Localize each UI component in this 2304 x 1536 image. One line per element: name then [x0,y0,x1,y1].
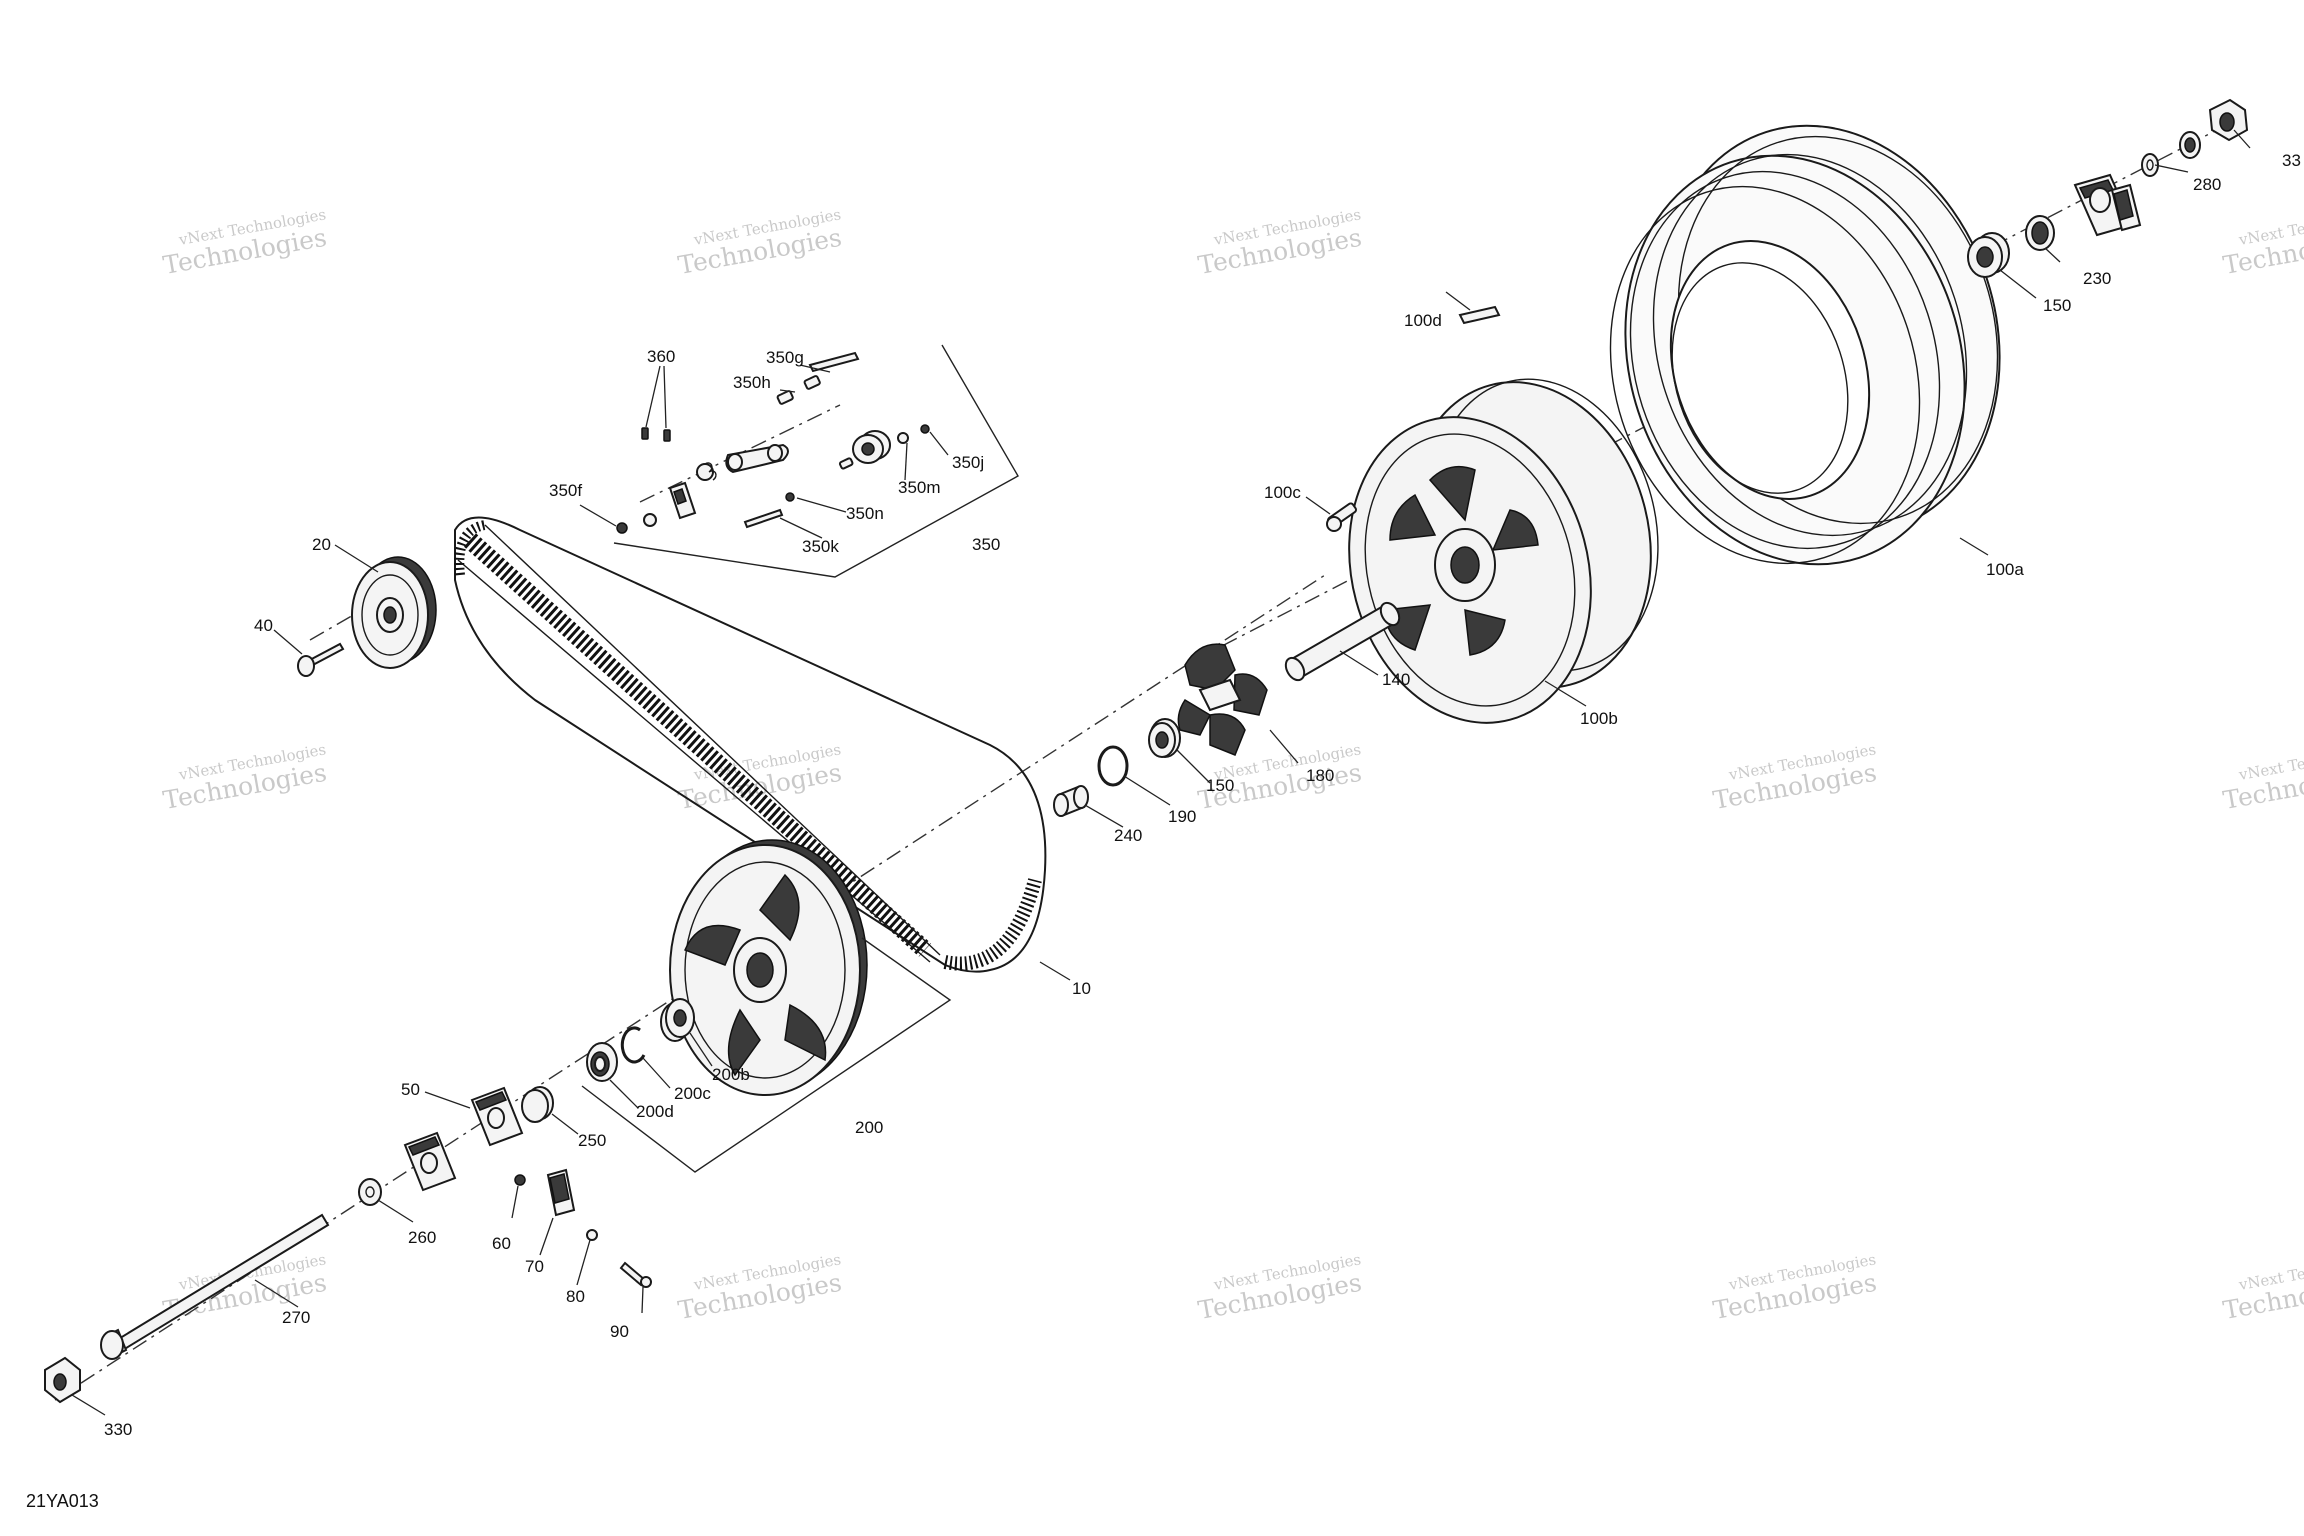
rear-sprocket [669,839,868,1096]
callout-100d: 100d [1404,311,1442,330]
callout-200b: 200b [712,1065,750,1084]
spacer-280 [2179,131,2201,159]
watermark: vNext Technologies Technologies [676,1250,844,1325]
adjuster-block-upper [470,1086,524,1147]
callout-350m: 350m [898,478,941,497]
sprocket-bearing [586,1042,618,1082]
watermark: vNext Technologies Technologies [2221,205,2304,280]
bearing-center [1148,718,1181,758]
callout-350g: 350g [766,348,804,367]
callout-90: 90 [610,1322,629,1341]
cush-drive-rubbers [1177,643,1268,756]
callout-350k: 350k [802,537,839,556]
callout-100a: 100a [1986,560,2024,579]
callout-350n: 350n [846,504,884,523]
callout-100b: 100b [1580,709,1618,728]
adjuster-block-lower [403,1131,457,1192]
axle-nut-right [2208,98,2249,142]
circlip [1097,745,1129,787]
bolt-90 [619,1261,652,1288]
callout-20: 20 [312,535,331,554]
callout-50: 50 [401,1080,420,1099]
callout-180: 180 [1306,766,1334,785]
watermark: vNext Technologies Technologies [161,740,329,815]
callout-100c: 100c [1264,483,1301,502]
diagram-code: 21YA013 [26,1491,99,1511]
callout-330-left: 330 [104,1420,132,1439]
callout-350f: 350f [549,481,582,500]
spacer-bushing [1053,785,1089,817]
tensioner-group [616,351,930,534]
callout-10: 10 [1072,979,1091,998]
washer [358,1178,382,1206]
sprocket-circlip [620,1026,646,1064]
washer-80 [586,1229,598,1241]
valve-stem [1326,502,1357,532]
callout-330-right: 33 [2282,151,2301,170]
watermark: vNext Technologies Technologies [1196,205,1364,280]
watermark: vNext Technologies Technologies [2221,740,2304,815]
callout-labels: 10 20 40 50 60 70 80 90 100a 100b 100c 1… [104,151,2301,1439]
leader-lines [71,129,2251,1416]
watermark: vNext Technologies Technologies [2221,1250,2304,1325]
balance-weight [1458,305,1501,325]
callout-260: 260 [408,1228,436,1247]
watermark: vNext Technologies Technologies [161,205,329,280]
axle-nut-left [44,1356,81,1404]
spacer-250 [521,1086,554,1123]
idler-bolt [297,642,345,677]
watermark: vNext Technologies Technologies [1711,1250,1879,1325]
callout-200d: 200d [636,1102,674,1121]
chain-guide-cover [546,1168,576,1217]
callout-200c: 200c [674,1084,711,1103]
callout-200: 200 [855,1118,883,1137]
callout-280: 280 [2193,175,2221,194]
adjuster-block-right [2073,173,2142,237]
callout-150-center: 150 [1206,776,1234,795]
sprocket-spacer [660,998,695,1042]
nut-60 [514,1174,526,1186]
callout-140: 140 [1382,670,1410,689]
callout-360: 360 [647,347,675,366]
callout-190: 190 [1168,807,1196,826]
bearing-right [1967,232,2010,278]
callout-80: 80 [566,1287,585,1306]
watermark: vNext Technologies Technologies [1196,1250,1364,1325]
callout-240: 240 [1114,826,1142,845]
tire [1609,124,2001,566]
callout-40: 40 [254,616,273,635]
callout-350h: 350h [733,373,771,392]
callout-350j: 350j [952,453,984,472]
idler-pulley [351,556,437,669]
watermark: vNext Technologies Technologies [1711,740,1879,815]
callout-150-right: 150 [2043,296,2071,315]
spacer-tube [1284,601,1401,682]
callout-60: 60 [492,1234,511,1253]
group-brackets [581,344,1019,1173]
callout-250: 250 [578,1131,606,1150]
wheel-rim [1348,378,1659,724]
callout-230: 230 [2083,269,2111,288]
rear-axle [100,1213,330,1360]
watermark: vNext Technologies Technologies [676,205,844,280]
drive-belt [454,516,1047,973]
callout-350: 350 [972,535,1000,554]
callout-70: 70 [525,1257,544,1276]
seal-right [2025,215,2055,251]
callout-270: 270 [282,1308,310,1327]
